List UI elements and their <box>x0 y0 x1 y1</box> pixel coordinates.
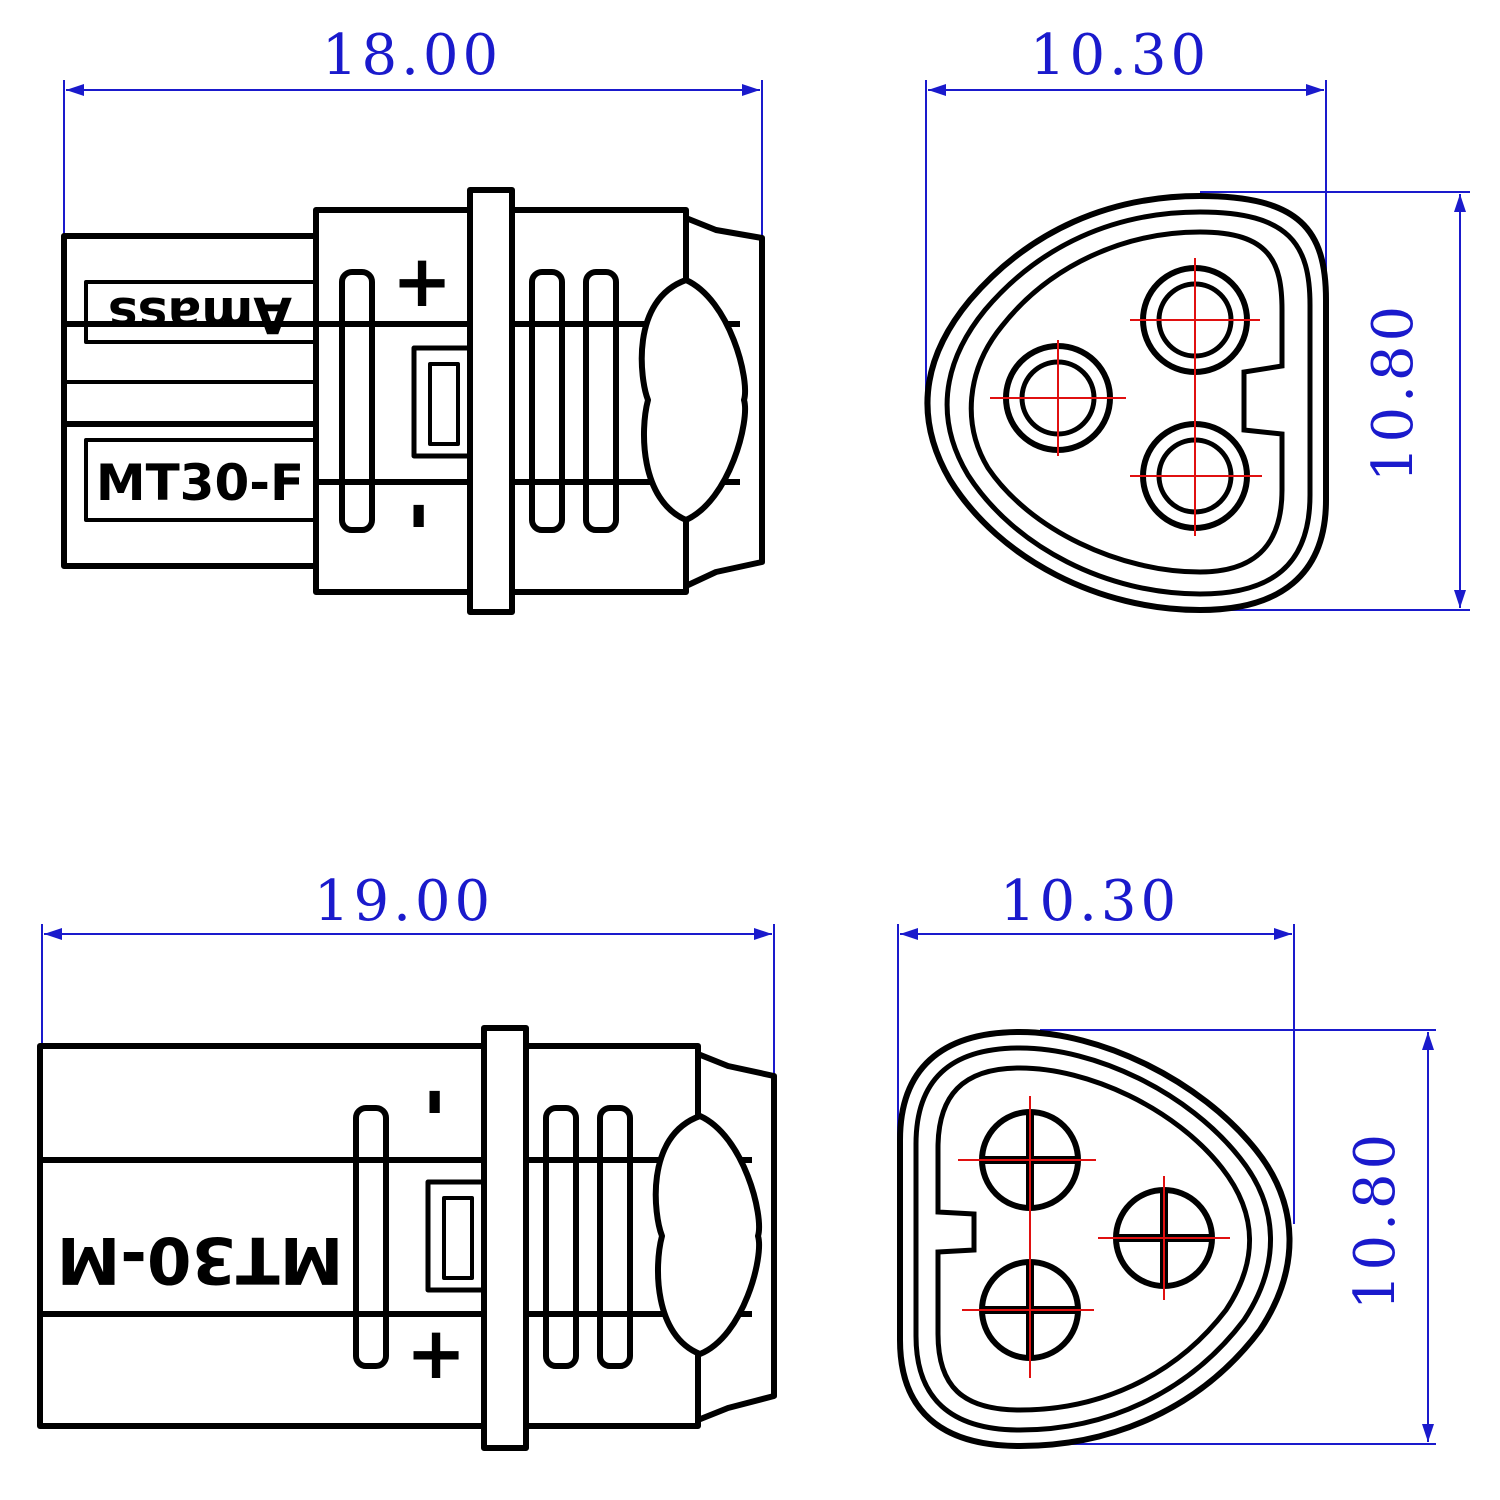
male-contact-pins <box>979 1109 1215 1361</box>
male-side-view: 19.00 MT30-M - + <box>37 869 777 1451</box>
male-minus-sign: - <box>397 1087 481 1117</box>
female-height-value: 10.80 <box>1361 302 1426 482</box>
male-length-dimension <box>41 924 775 1076</box>
female-width-value: 10.30 <box>1030 23 1210 88</box>
male-length-value: 19.00 <box>314 869 494 934</box>
male-nose <box>696 1051 777 1423</box>
female-brand-mark: Amass <box>108 286 292 344</box>
female-main-housing <box>313 207 689 595</box>
female-front-view: 10.30 10.80 <box>924 23 1470 614</box>
female-nose-oval <box>638 277 748 523</box>
female-side-view: 18.00 Amass MT30-F + - <box>61 23 765 615</box>
female-minus-sign: - <box>381 501 465 531</box>
female-model-label: MT30-F <box>96 454 304 512</box>
female-flange <box>467 187 515 615</box>
female-rear-housing <box>61 233 319 569</box>
male-centerlines <box>958 1096 1230 1378</box>
female-nose <box>684 215 765 589</box>
female-centerlines <box>990 258 1262 536</box>
male-front-view: 10.30 10.80 <box>897 869 1436 1450</box>
male-flange <box>481 1025 529 1451</box>
female-length-dimension <box>63 80 763 236</box>
male-width-value: 10.30 <box>1000 869 1180 934</box>
male-height-value: 10.80 <box>1343 1130 1408 1310</box>
male-nose-oval <box>652 1113 762 1357</box>
female-width-dimension <box>925 80 1327 400</box>
male-main-housing <box>37 1043 701 1429</box>
male-plus-sign: + <box>406 1311 466 1395</box>
male-width-dimension <box>897 924 1295 1224</box>
female-plus-sign: + <box>392 239 452 323</box>
female-height-dimension <box>1200 191 1470 611</box>
male-height-dimension <box>1040 1029 1436 1445</box>
female-length-value: 18.00 <box>322 23 502 88</box>
female-face-outer <box>924 192 1329 614</box>
male-model-label: MT30-M <box>57 1222 344 1296</box>
male-face-outer <box>897 1028 1293 1450</box>
